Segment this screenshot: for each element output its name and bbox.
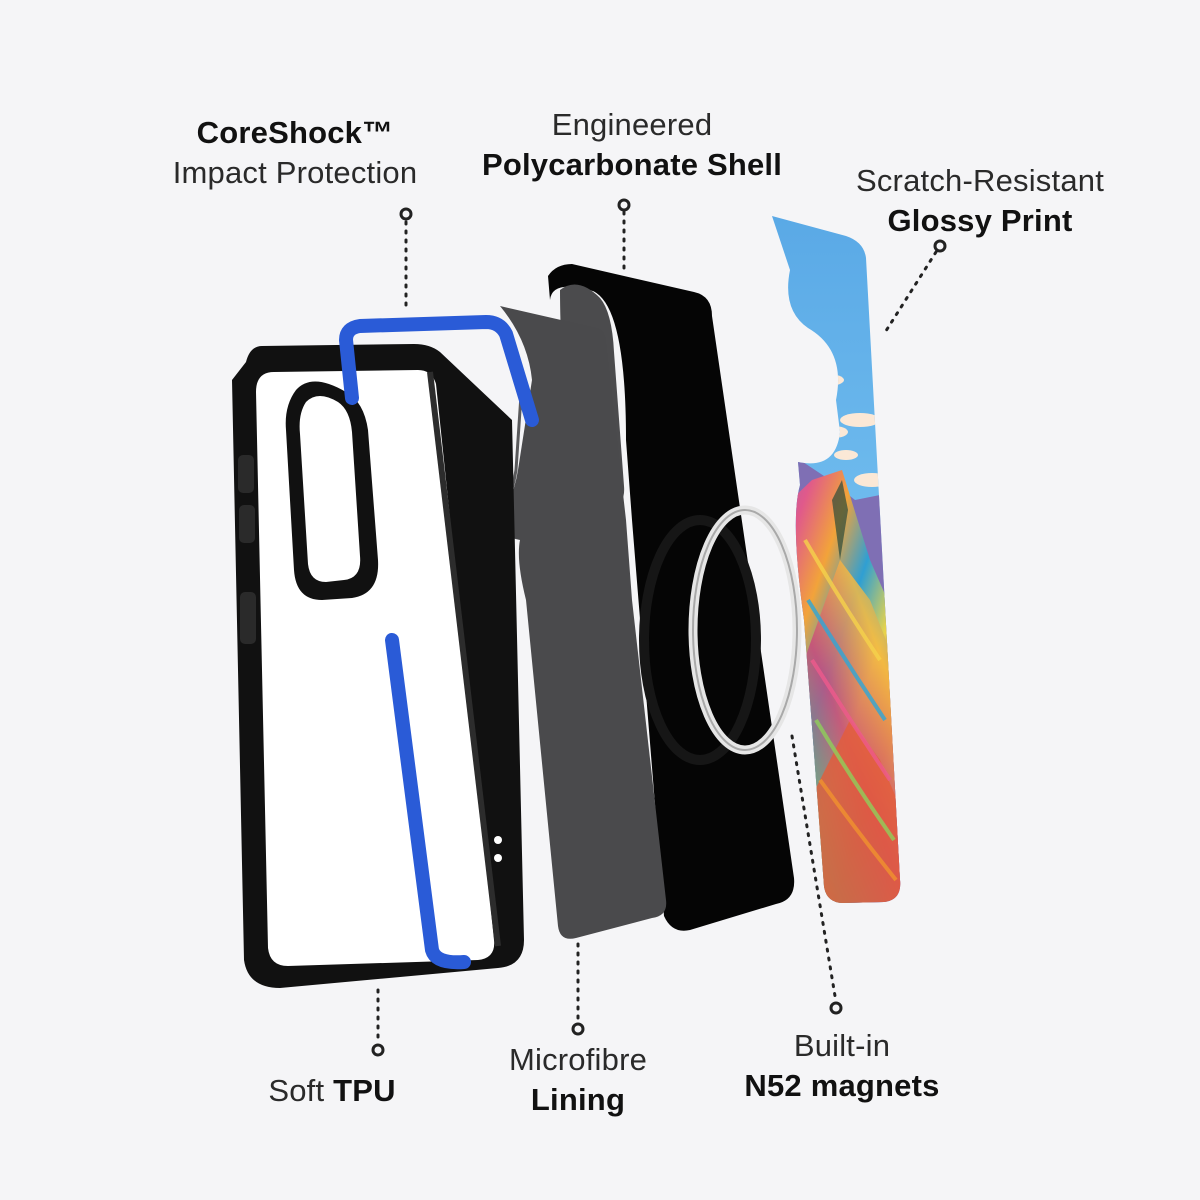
magnet-ring bbox=[688, 505, 802, 755]
label-coreshock-title: CoreShock™ bbox=[196, 115, 394, 150]
label-coreshock: CoreShock™ Impact Protection bbox=[140, 113, 450, 192]
label-lining-subtitle: Microfibre bbox=[508, 1042, 648, 1077]
leader-lines bbox=[376, 210, 938, 1046]
label-coreshock-subtitle: Impact Protection bbox=[172, 154, 418, 190]
label-tpu-prefix: Soft bbox=[268, 1073, 334, 1108]
label-magnets: Built-in N52 magnets bbox=[712, 1026, 972, 1105]
label-print-title: Glossy Print bbox=[887, 202, 1073, 238]
label-tpu: Soft TPU bbox=[232, 1071, 432, 1111]
label-shell-title: Polycarbonate Shell bbox=[481, 146, 783, 182]
label-tpu-title: TPU bbox=[333, 1073, 396, 1108]
coreshock-frame bbox=[339, 315, 539, 970]
soft-tpu-frame bbox=[232, 344, 524, 988]
label-shell-subtitle: Engineered bbox=[551, 107, 713, 142]
label-print-subtitle: Scratch-Resistant bbox=[855, 163, 1105, 198]
label-lining-title: Lining bbox=[530, 1081, 626, 1117]
label-print: Scratch-Resistant Glossy Print bbox=[820, 161, 1140, 240]
label-shell: Engineered Polycarbonate Shell bbox=[462, 105, 802, 184]
label-magnets-subtitle: Built-in bbox=[793, 1028, 891, 1063]
leader-endpoints bbox=[371, 198, 947, 1057]
label-lining: Microfibre Lining bbox=[468, 1040, 688, 1119]
label-magnets-title: N52 magnets bbox=[744, 1067, 940, 1103]
